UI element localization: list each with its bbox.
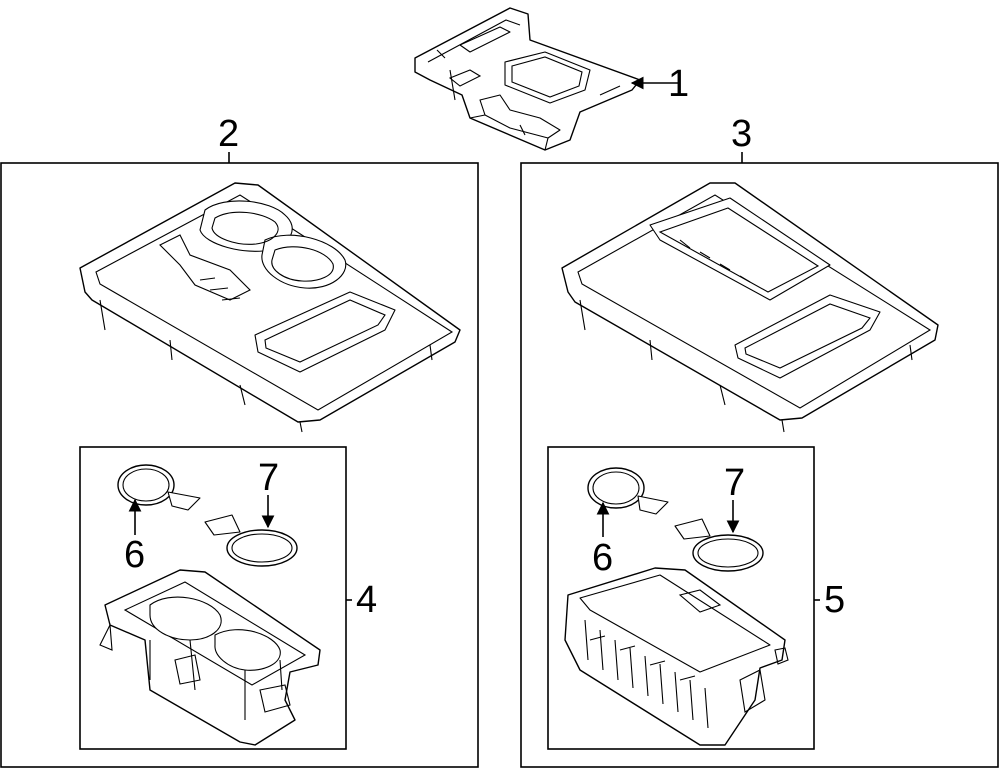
part-3-console-trim [561, 182, 939, 433]
callout-2-label: 2 [218, 113, 239, 155]
callout-2: 2 [218, 113, 239, 163]
part-4-cupholder [99, 569, 321, 746]
callout-7a-label: 7 [258, 457, 279, 499]
part-6-ring-left [117, 464, 201, 511]
callout-7-right: 7 [724, 462, 745, 534]
callout-1: 1 [630, 63, 689, 105]
callout-6-right: 6 [592, 501, 613, 579]
callout-5-label: 5 [824, 579, 845, 621]
part-1-bracket [414, 7, 641, 151]
part-5-storage-bin [564, 567, 789, 746]
panel-3-frame [520, 162, 999, 768]
callout-5: 5 [814, 579, 845, 621]
callout-6-left: 6 [124, 498, 145, 576]
callout-1-label: 1 [668, 63, 689, 105]
callout-3: 3 [731, 113, 752, 163]
part-2-console-trim [79, 182, 461, 433]
panel-5-frame [547, 446, 815, 750]
callout-4: 4 [346, 579, 377, 621]
part-7-ring-left [204, 514, 298, 567]
callout-4-label: 4 [356, 579, 377, 621]
callout-6b-label: 6 [592, 537, 613, 579]
callout-6a-label: 6 [124, 534, 145, 576]
callout-7-left: 7 [258, 457, 279, 529]
part-7-ring-right [674, 518, 764, 572]
callout-3-label: 3 [731, 113, 752, 155]
panel-2-frame [0, 162, 479, 768]
part-6-ring-right [587, 467, 669, 515]
callout-7b-label: 7 [724, 462, 745, 504]
panel-4-frame [79, 446, 347, 750]
